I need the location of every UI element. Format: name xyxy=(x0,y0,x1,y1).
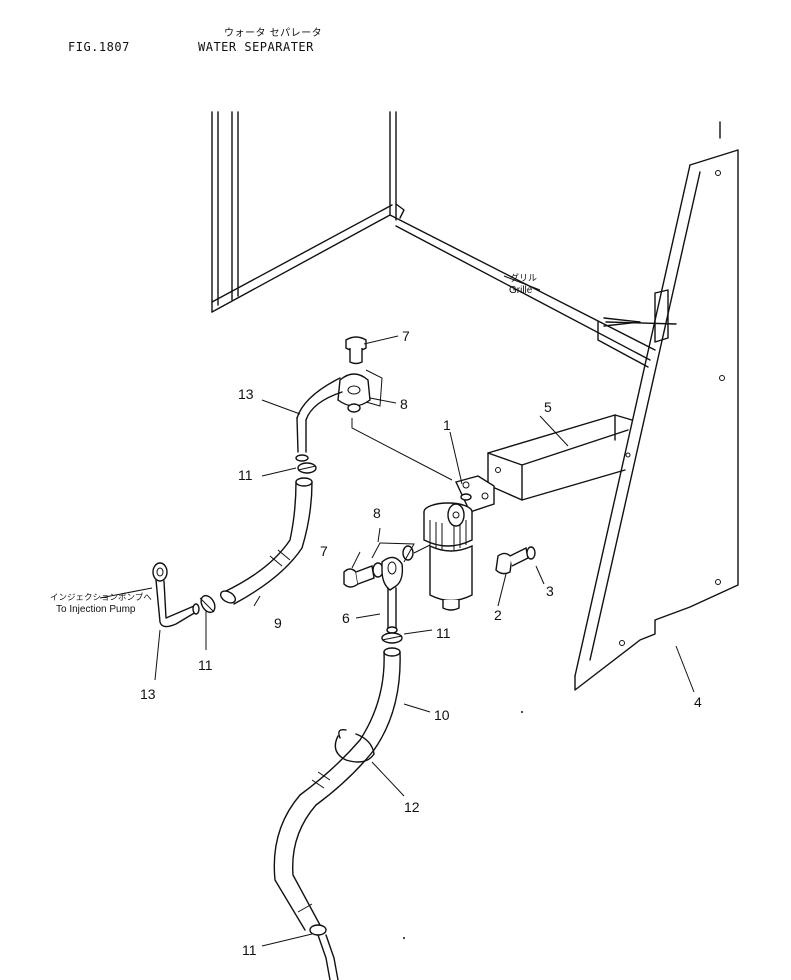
callout-13-upper: 13 xyxy=(238,386,254,402)
callout-1: 1 xyxy=(443,417,451,433)
callout-numbers: 1 2 3 4 5 6 7 7 8 8 9 10 11 11 11 11 12 … xyxy=(140,328,702,958)
clamp-left xyxy=(199,594,216,614)
water-separator xyxy=(423,475,495,611)
callout-6: 6 xyxy=(342,610,350,626)
callout-2: 2 xyxy=(494,607,502,623)
hose-10 xyxy=(273,647,401,931)
pipe-left xyxy=(152,562,200,628)
figure-title: WATER SEPARATER xyxy=(198,40,314,54)
callout-8-middle: 8 xyxy=(373,505,381,521)
side-plate xyxy=(574,149,739,691)
callout-11-lower: 11 xyxy=(242,942,257,958)
clip-12 xyxy=(334,728,375,763)
grille-label-japanese: グリル xyxy=(510,272,537,283)
callout-9: 9 xyxy=(274,615,282,631)
bolt-2-washer-3 xyxy=(495,546,536,575)
hose-9 xyxy=(219,477,313,605)
upper-fitting-assembly xyxy=(337,336,453,481)
clamp-middle xyxy=(381,632,403,644)
callout-12: 12 xyxy=(404,799,420,815)
leader-lines xyxy=(99,275,695,947)
callout-11-left: 11 xyxy=(198,657,213,673)
callout-4: 4 xyxy=(694,694,702,710)
pipe-upper xyxy=(295,377,343,462)
callout-10: 10 xyxy=(434,707,450,723)
callout-8-upper: 8 xyxy=(400,396,408,412)
callout-7-upper: 7 xyxy=(402,328,410,344)
clamp-upper xyxy=(297,462,317,474)
middle-fitting-assembly xyxy=(343,542,431,591)
grille-frame xyxy=(211,111,721,368)
callout-11-middle: 11 xyxy=(436,625,451,641)
bracket xyxy=(487,414,633,501)
callout-5: 5 xyxy=(544,399,552,415)
callout-13-left: 13 xyxy=(140,686,156,702)
grille-label: Grille xyxy=(509,285,533,296)
pump-label-japanese: インジェクションポンプへ xyxy=(50,592,152,602)
callout-3: 3 xyxy=(546,583,554,599)
pipe-6 xyxy=(386,587,398,634)
figure-number: FIG.1807 xyxy=(68,40,130,54)
callout-7-middle: 7 xyxy=(320,543,328,559)
clamp-lower xyxy=(309,924,339,980)
title-japanese: ウォータ セパレータ xyxy=(224,28,323,39)
pump-label: To Injection Pump xyxy=(56,604,136,615)
callout-11-upper: 11 xyxy=(238,467,253,483)
